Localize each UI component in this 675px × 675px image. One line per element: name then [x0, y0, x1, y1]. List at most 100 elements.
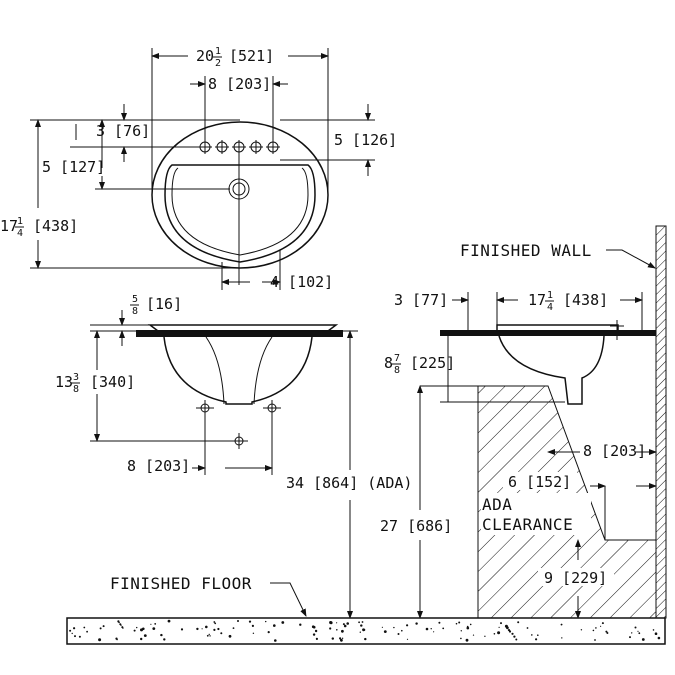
floor-speck — [74, 635, 76, 638]
floor-speck — [206, 634, 209, 637]
svg-text:1: 1 — [547, 290, 553, 301]
floor-speck — [358, 621, 360, 624]
finished-floor: FINISHED FLOOR — [66, 574, 666, 645]
floor-texture — [69, 619, 661, 642]
floor-speck — [484, 635, 486, 637]
floor-speck — [163, 638, 166, 641]
basin-bowl-inner — [171, 167, 309, 256]
floor-speck — [98, 638, 102, 642]
floor-speck — [208, 633, 210, 636]
floor-speck — [535, 638, 538, 641]
floor-speck — [251, 624, 254, 628]
dim-rim-to-floor: 34 [864] (ADA) — [286, 474, 412, 492]
floor-speck — [142, 627, 145, 631]
floor-speck — [118, 621, 120, 624]
floor-speck — [531, 634, 533, 636]
floor-speck — [150, 623, 152, 625]
dim-bowl-depth: 13 3 8 [340] — [55, 372, 135, 395]
side-view: ADA CLEARANCE FINISHED WALL 3 [77] 17 1 … — [380, 225, 667, 619]
floor-speck — [430, 628, 432, 630]
floor-speck — [438, 621, 441, 624]
countertop-side — [440, 330, 656, 336]
svg-text:4: 4 — [547, 302, 553, 313]
ada-label-line1: ADA — [482, 495, 512, 514]
front-view: 5 8 [16] 13 3 8 [340] 8 [203] 34 [864] (… — [55, 294, 412, 619]
floor-speck — [340, 638, 343, 642]
floor-speck — [600, 625, 602, 627]
svg-text:2: 2 — [215, 58, 221, 69]
svg-text:8: 8 — [394, 365, 400, 376]
floor-speck — [346, 622, 350, 625]
floor-speck — [180, 628, 184, 631]
dim-toe-height: 9 [229] — [544, 569, 607, 587]
dim-knee-depth: 8 [203] — [583, 442, 646, 460]
floor-speck — [201, 628, 203, 630]
countertop-front — [136, 330, 343, 337]
floor-speck — [561, 637, 563, 639]
floor-speck — [472, 634, 475, 636]
floor-speck — [274, 639, 277, 642]
basin-bowl-outline — [164, 164, 316, 263]
floor-speck — [140, 637, 143, 641]
floor-speck — [606, 632, 609, 634]
floor-speck — [497, 631, 501, 635]
floor-speck — [363, 628, 366, 632]
floor-speck — [442, 627, 445, 630]
floor-speck — [217, 627, 220, 631]
floor-speck — [469, 623, 472, 626]
floor-speck — [281, 621, 285, 624]
floor-speck — [154, 623, 157, 625]
svg-text:3: 3 — [73, 372, 79, 383]
floor-speck — [592, 629, 595, 632]
svg-text:20: 20 — [196, 47, 214, 65]
dim-rim-height: 5 8 [16] — [130, 294, 182, 317]
floor-speck — [605, 630, 608, 633]
floor-speck — [252, 632, 255, 634]
dim-toe-depth: 6 [152] — [508, 473, 571, 491]
dim-supply-spread: 8 [203] — [127, 457, 190, 475]
svg-text:17: 17 — [528, 291, 546, 309]
dim-drain-to-edge: 4 [102] — [270, 273, 333, 291]
floor-speck — [638, 632, 641, 635]
floor-speck — [152, 627, 156, 630]
floor-speck — [465, 638, 469, 642]
floor-speck — [314, 629, 318, 633]
floor-speck — [312, 633, 316, 636]
floor-speck — [312, 625, 316, 629]
floor-speck — [69, 629, 72, 632]
floor-speck — [560, 623, 563, 626]
floor-speck — [455, 622, 458, 625]
floor-speck — [331, 637, 334, 640]
floor-speck — [397, 633, 400, 635]
floor-speck — [336, 629, 338, 631]
floor-speck — [299, 623, 302, 626]
floor-speck — [341, 637, 344, 639]
floor-speck — [460, 630, 462, 632]
dim-wall-gap: 3 [77] — [394, 291, 448, 309]
floor-speck — [594, 639, 596, 641]
svg-text:1: 1 — [215, 46, 221, 57]
svg-text:[225]: [225] — [410, 354, 455, 372]
floor-speck — [508, 630, 512, 633]
dim-faucet-offset: 3 [76] — [96, 122, 150, 140]
floor-speck — [267, 631, 270, 634]
svg-text:13: 13 — [55, 373, 73, 391]
floor-speck — [493, 633, 496, 635]
floor-speck — [364, 637, 367, 641]
floor-speck — [83, 626, 86, 629]
floor-speck — [515, 638, 518, 641]
floor-speck — [136, 626, 138, 629]
dim-overall-width: 20 1 2 [521] — [196, 46, 274, 69]
floor-speck — [498, 626, 500, 629]
bowl-front — [163, 336, 313, 405]
floor-speck — [580, 629, 583, 631]
svg-text:[438]: [438] — [563, 291, 608, 309]
floor-speck — [629, 636, 631, 639]
dim-right-depth: 5 [126] — [334, 131, 397, 149]
floor-speck — [273, 624, 276, 627]
floor-speck — [209, 635, 211, 637]
floor-speck — [415, 622, 418, 625]
floor-speck — [99, 627, 102, 630]
floor-speck — [401, 629, 403, 632]
floor-speck — [641, 638, 645, 641]
